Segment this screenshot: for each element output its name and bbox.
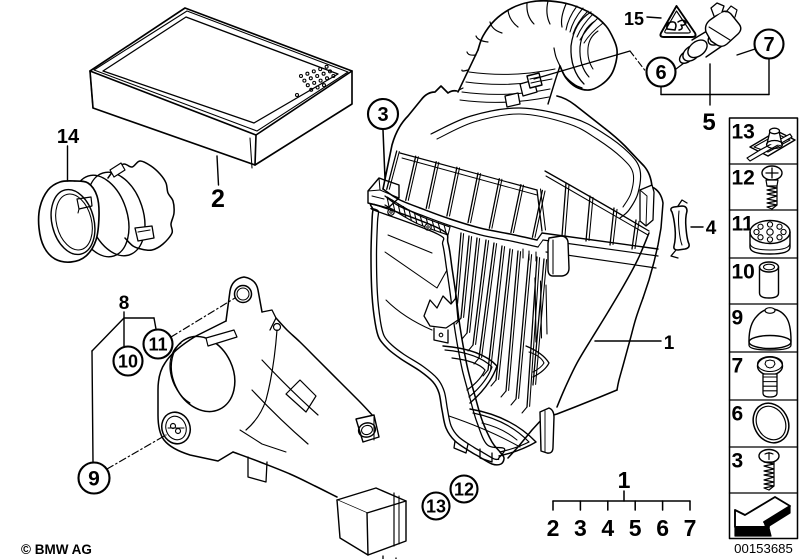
svg-text:7: 7 (684, 515, 697, 541)
svg-text:3: 3 (377, 104, 388, 126)
svg-text:10: 10 (118, 352, 138, 372)
svg-text:4: 4 (706, 218, 717, 239)
svg-text:9: 9 (732, 307, 744, 330)
svg-text:4: 4 (601, 515, 614, 541)
svg-text:12: 12 (732, 167, 755, 190)
svg-text:5: 5 (629, 515, 642, 541)
svg-text:11: 11 (732, 213, 755, 236)
svg-text:15: 15 (624, 9, 644, 29)
svg-text:3: 3 (574, 515, 587, 541)
svg-text:1: 1 (664, 333, 675, 354)
svg-text:7: 7 (763, 34, 774, 56)
svg-text:11: 11 (148, 335, 167, 355)
svg-text:2: 2 (211, 185, 225, 213)
svg-text:8: 8 (119, 293, 130, 314)
svg-text:9: 9 (88, 468, 100, 491)
svg-text:2: 2 (547, 515, 560, 541)
svg-text:12: 12 (454, 480, 474, 500)
svg-text:1: 1 (618, 467, 631, 493)
svg-text:10: 10 (732, 261, 755, 284)
svg-text:13: 13 (732, 121, 755, 144)
svg-text:13: 13 (426, 497, 446, 517)
svg-text:© BMW AG: © BMW AG (21, 542, 92, 557)
svg-text:00153685: 00153685 (734, 541, 793, 556)
svg-text:14: 14 (57, 126, 80, 148)
svg-text:7: 7 (732, 355, 744, 378)
svg-text:5: 5 (702, 109, 715, 136)
svg-text:6: 6 (655, 62, 666, 84)
svg-text:6: 6 (656, 515, 669, 541)
svg-text:6: 6 (732, 403, 744, 426)
svg-text:3: 3 (732, 450, 744, 473)
